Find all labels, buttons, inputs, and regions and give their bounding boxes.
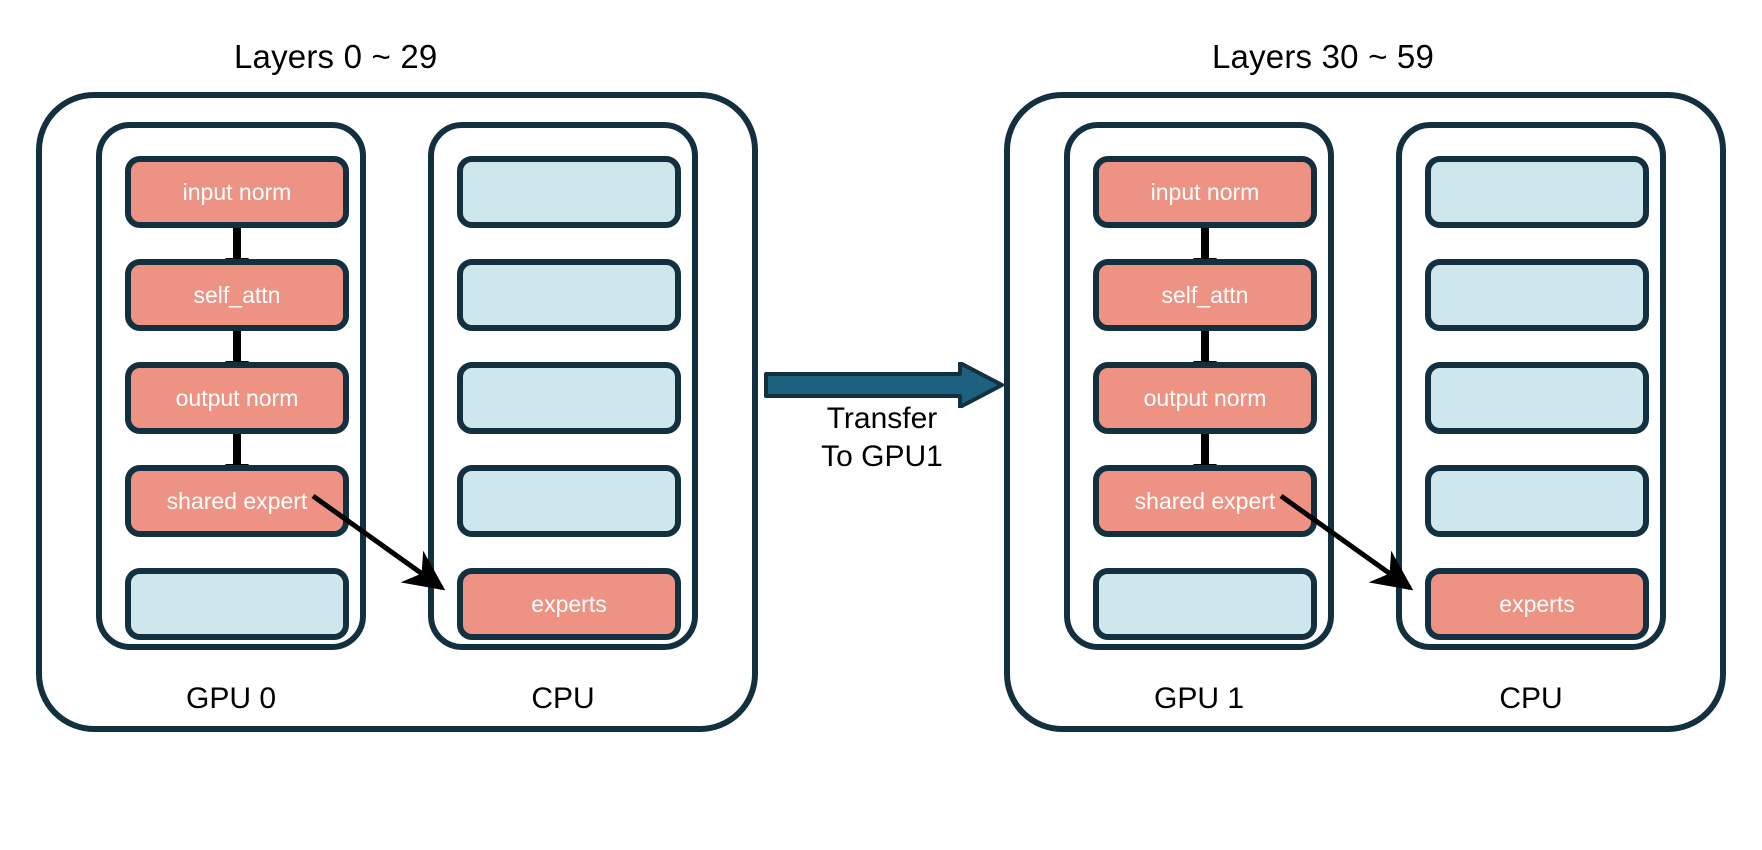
flow-arrow-down-icon xyxy=(225,434,249,480)
block-input-norm[interactable]: input norm xyxy=(1093,156,1317,228)
block-gpu-empty[interactable] xyxy=(125,568,349,640)
block-cpu-idle-0[interactable] xyxy=(1425,156,1649,228)
transfer-arrow-icon xyxy=(764,361,1004,409)
device-panel-left: input norm self_attn output norm shared … xyxy=(36,92,758,732)
block-cpu-idle-3[interactable] xyxy=(1425,465,1649,537)
panel-title-left: Layers 0 ~ 29 xyxy=(234,38,438,75)
block-gpu-empty[interactable] xyxy=(1093,568,1317,640)
flow-arrow-down-icon xyxy=(225,331,249,377)
device-panel-right: input norm self_attn output norm shared … xyxy=(1004,92,1726,732)
block-output-norm[interactable]: output norm xyxy=(1093,362,1317,434)
block-cpu-idle-3[interactable] xyxy=(457,465,681,537)
block-cpu-idle-1[interactable] xyxy=(1425,259,1649,331)
block-cpu-idle-0[interactable] xyxy=(457,156,681,228)
device-label-cpu-1: CPU xyxy=(1499,682,1563,715)
transfer-caption-line-1: Transfer xyxy=(826,402,938,435)
block-experts[interactable]: experts xyxy=(457,568,681,640)
block-self-attn[interactable]: self_attn xyxy=(125,259,349,331)
flow-arrow-down-icon xyxy=(225,228,249,274)
block-input-norm[interactable]: input norm xyxy=(125,156,349,228)
block-experts[interactable]: experts xyxy=(1425,568,1649,640)
cpu-column-0: experts xyxy=(428,122,698,650)
flow-arrow-down-icon xyxy=(1193,434,1217,480)
block-cpu-idle-2[interactable] xyxy=(1425,362,1649,434)
block-output-norm[interactable]: output norm xyxy=(125,362,349,434)
device-label-gpu-1: GPU 1 xyxy=(1153,682,1245,715)
block-shared-expert[interactable]: shared expert xyxy=(125,465,349,537)
block-cpu-idle-2[interactable] xyxy=(457,362,681,434)
gpu-column-1: input norm self_attn output norm shared … xyxy=(1064,122,1334,650)
gpu-column-0: input norm self_attn output norm shared … xyxy=(96,122,366,650)
device-label-cpu-0: CPU xyxy=(531,682,595,715)
flow-arrow-down-icon xyxy=(1193,228,1217,274)
block-self-attn[interactable]: self_attn xyxy=(1093,259,1317,331)
panel-title-right: Layers 30 ~ 59 xyxy=(1212,38,1435,75)
block-shared-expert[interactable]: shared expert xyxy=(1093,465,1317,537)
flow-arrow-down-icon xyxy=(1193,331,1217,377)
transfer-caption: Transfer To GPU1 xyxy=(760,400,1004,477)
transfer-caption-line-2: To GPU1 xyxy=(821,440,943,474)
block-cpu-idle-1[interactable] xyxy=(457,259,681,331)
device-label-gpu-0: GPU 0 xyxy=(185,682,277,715)
cpu-column-1: experts xyxy=(1396,122,1666,650)
